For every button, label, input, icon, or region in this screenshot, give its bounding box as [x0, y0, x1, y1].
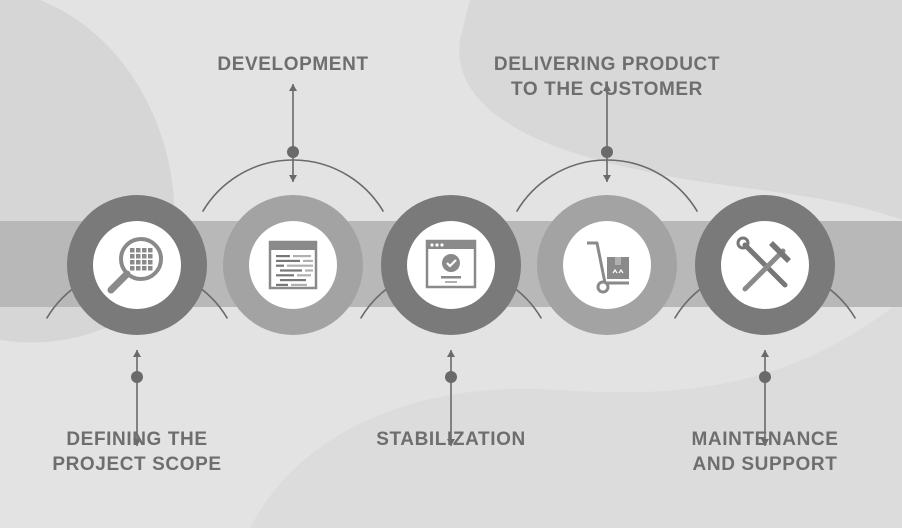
step-label-defining-line1: DEFINING THE: [66, 429, 208, 450]
arrowhead-down-stabilization: [447, 439, 455, 446]
background-blob-top-right: [459, 0, 902, 220]
step-label-delivering-line1: DELIVERING PRODUCT: [493, 54, 721, 75]
arrowhead-up-development: [289, 84, 297, 91]
wrench-hammer-icon: [736, 236, 791, 292]
step-defining: [67, 195, 207, 335]
arrowhead-down-defining: [133, 439, 141, 446]
arrowhead-up-stabilization: [447, 350, 455, 357]
step-label-development-line1: DEVELOPMENT: [217, 54, 369, 75]
code-document-icon: [268, 240, 318, 290]
step-label-development: DEVELOPMENT: [217, 52, 368, 77]
step-label-maintenance: MAINTENANCE AND SUPPORT: [692, 427, 839, 477]
magnifier-grid-icon: [107, 237, 163, 294]
browser-check-icon: [425, 239, 477, 289]
step-development: [223, 195, 363, 335]
arrowhead-down-development: [289, 175, 297, 182]
arrowhead-up-maintenance: [761, 350, 769, 357]
arrowhead-down-delivering: [603, 175, 611, 182]
step-maintenance: [695, 195, 835, 335]
step-label-delivering-line2: TO THE CUSTOMER: [511, 79, 703, 100]
step-stabilization: [381, 195, 521, 335]
step-label-delivering: DELIVERING PRODUCT TO THE CUSTOMER: [494, 52, 720, 102]
step-delivering: [537, 195, 677, 335]
hand-truck-box-icon: [587, 241, 629, 294]
step-label-defining: DEFINING THE PROJECT SCOPE: [52, 427, 221, 477]
step-label-defining-line2: PROJECT SCOPE: [52, 454, 222, 475]
step-label-maintenance-line1: MAINTENANCE: [691, 429, 839, 450]
arrowhead-up-defining: [133, 350, 141, 357]
arrowhead-down-maintenance: [761, 439, 769, 446]
step-circles: [67, 195, 835, 335]
step-label-maintenance-line2: AND SUPPORT: [692, 454, 838, 475]
arrowhead-up-delivering: [603, 84, 611, 91]
step-label-stabilization: STABILIZATION: [376, 427, 526, 452]
step-label-stabilization-line1: STABILIZATION: [376, 429, 526, 450]
background-blob-bottom: [250, 300, 902, 528]
